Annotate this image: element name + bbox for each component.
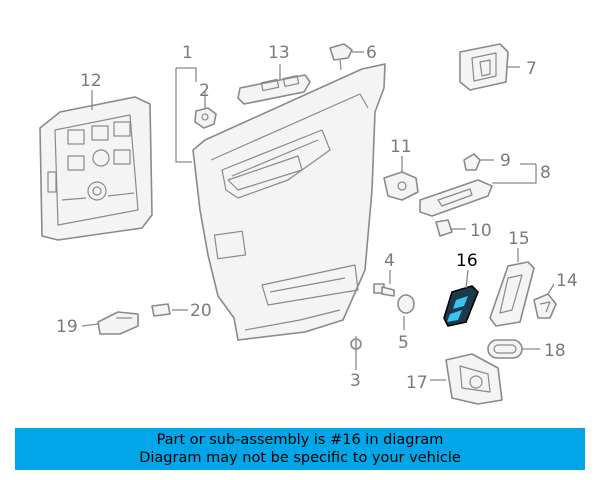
callout-18: 18 (544, 341, 566, 361)
part-2-clip[interactable] (194, 107, 217, 129)
part-11-bracket[interactable] (383, 171, 419, 201)
part-18-handle-insert[interactable] (487, 339, 523, 359)
callout-4: 4 (384, 251, 395, 271)
callout-8: 8 (540, 163, 551, 183)
callout-1: 1 (182, 43, 193, 63)
part-9-clip[interactable] (463, 153, 481, 171)
banner-line-2: Diagram may not be specific to your vehi… (139, 450, 461, 466)
callout-11: 11 (390, 137, 412, 157)
part-10-clip[interactable] (435, 219, 453, 237)
callout-6: 6 (366, 43, 377, 63)
callout-19: 19 (56, 317, 78, 337)
parts-diagram: 1 2 3 4 5 6 7 8 9 10 11 12 13 14 15 16 1… (39, 43, 578, 405)
callout-10: 10 (470, 221, 492, 241)
part-19-hinge-bracket[interactable] (97, 311, 139, 335)
part-4-bolt[interactable] (373, 283, 395, 297)
part-12-door-frame[interactable] (39, 96, 153, 241)
part-6-bracket[interactable] (329, 43, 353, 71)
part-8-handle-bezel[interactable] (419, 179, 493, 217)
part-17-speaker-bracket[interactable] (445, 353, 503, 405)
leader-lines (81, 51, 555, 381)
callout-7: 7 (526, 59, 537, 79)
part-7-handle-housing[interactable] (459, 43, 509, 91)
callout-17: 17 (406, 373, 428, 393)
callout-15: 15 (508, 229, 530, 249)
part-14-small-switch[interactable] (533, 293, 557, 319)
callout-20: 20 (190, 301, 212, 321)
callout-3: 3 (350, 371, 361, 391)
callout-5: 5 (398, 333, 409, 353)
part-1-door-trim-panel[interactable] (192, 63, 386, 341)
part-15-switch-housing[interactable] (489, 261, 535, 327)
callout-2: 2 (199, 81, 210, 101)
part-13-handle-strip[interactable] (237, 74, 311, 105)
part-16-switch-highlighted[interactable] (443, 285, 479, 327)
callout-12: 12 (80, 71, 102, 91)
callout-14: 14 (556, 271, 578, 291)
callout-9: 9 (500, 151, 511, 171)
callout-16: 16 (456, 251, 478, 271)
part-5-washer[interactable] (397, 294, 415, 314)
banner-line-1: Part or sub-assembly is #16 in diagram (156, 432, 444, 448)
callout-13: 13 (268, 43, 290, 63)
info-banner: Part or sub-assembly is #16 in diagram D… (15, 428, 585, 470)
part-20-plug[interactable] (151, 303, 171, 317)
